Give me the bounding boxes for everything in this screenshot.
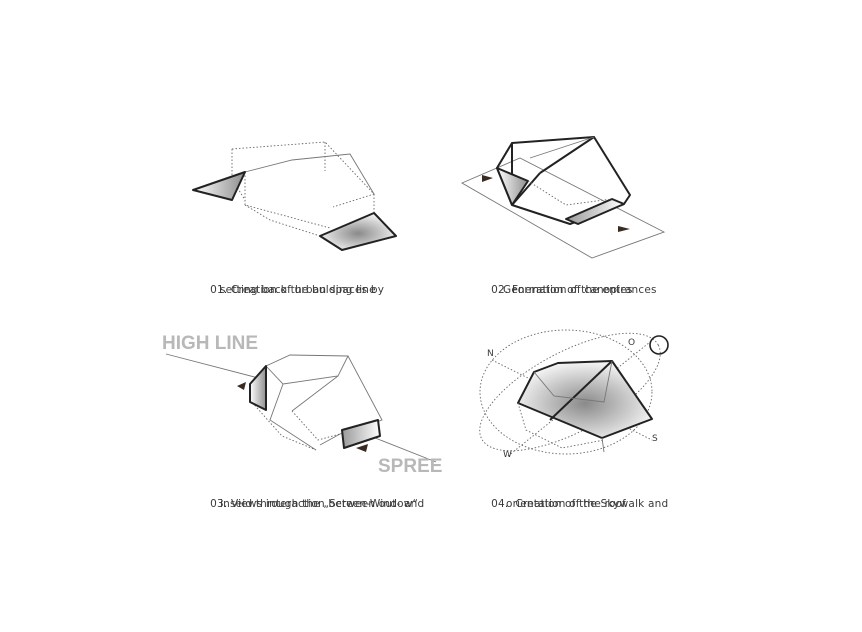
- high-line-label: HIGH LINE: [162, 333, 259, 354]
- panel-2-caption: 02. Formation of canopies: [484, 268, 633, 298]
- panel-2-number: 02.: [491, 284, 509, 296]
- panel-3-caption-line2: inseid through the „Screen-Window“: [220, 498, 419, 510]
- panel-4-caption-line2: orientation of the roof: [506, 498, 627, 510]
- panel-2-line1: Formation of canopies: [511, 284, 633, 296]
- panel-1-caption-line2: setting back the bulding line: [220, 284, 376, 296]
- compass-north: N: [487, 349, 494, 359]
- spree-label: SPREE: [378, 456, 443, 477]
- compass-west: W: [503, 450, 513, 460]
- panel-1-number: 01.: [210, 284, 228, 296]
- panel-3-drawing: [165, 353, 437, 463]
- panel-3-line1: Views interaction between out- and: [230, 498, 425, 510]
- panel-3-number: 03.: [210, 498, 228, 510]
- panel-1-caption: 01. Creation of urban spaces by: [203, 268, 384, 298]
- panel-4-number: 04.: [491, 498, 509, 510]
- panel-4-caption: 04. Creation of the Skywalk and: [484, 482, 668, 512]
- panel-1-line1: Creation of urban spaces by: [230, 284, 385, 296]
- panel-2-caption-line2: Generation of the entrances: [503, 284, 657, 296]
- sun-icon: [649, 335, 669, 355]
- compass-south: S: [652, 434, 658, 444]
- panel-4-drawing: [479, 329, 669, 457]
- panel-3-caption: 03. Views interaction between out- and: [203, 482, 424, 512]
- panel-2-drawing: [460, 136, 666, 259]
- panel-1-drawing: [192, 141, 397, 251]
- panel-4-line1: Creation of the Skywalk and: [515, 498, 669, 510]
- compass-east: O: [628, 338, 636, 348]
